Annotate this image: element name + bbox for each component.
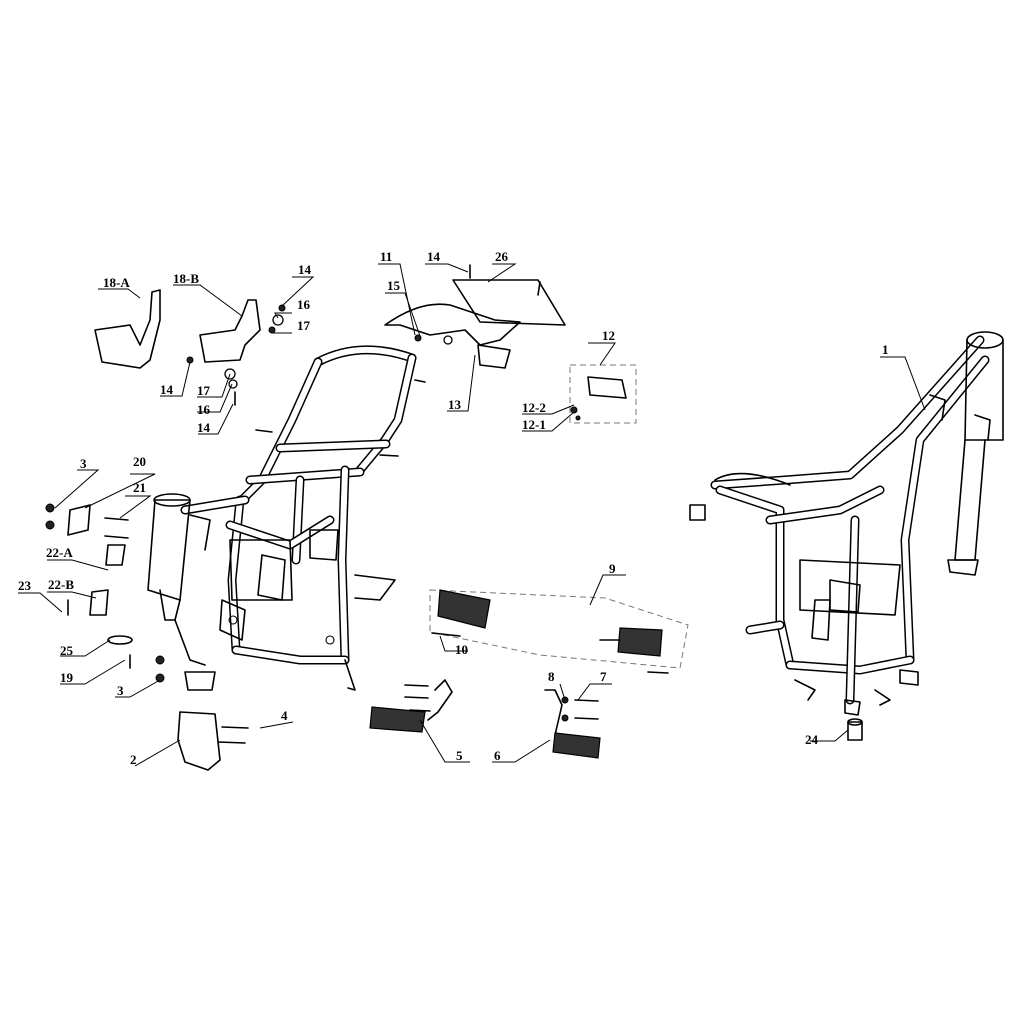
callout-14: 14 [197,420,211,435]
callout-3: 3 [80,456,87,471]
callout-10: 10 [455,642,468,657]
assembled-frame-side-view [689,331,1004,716]
reflector-group-12 [569,364,637,424]
skid-plate-2 [177,711,221,771]
callout-9: 9 [609,561,616,576]
bracket-18b [199,299,261,363]
callout-1: 1 [882,342,889,357]
license-plate-26 [452,279,566,326]
callout-18-b: 18-B [173,271,199,286]
callout-labels: 1 2 3 3 4 5 6 7 8 9 10 11 12 12-1 12-2 1… [18,249,889,767]
callout-12-2: 12-2 [522,400,546,415]
callout-4: 4 [281,708,288,723]
callout-20: 20 [133,454,146,469]
plate-bracket [384,303,521,346]
callout-15: 15 [387,278,401,293]
main-frame-exploded [147,345,426,691]
callout-12: 12 [602,328,615,343]
bracket-18a [94,289,161,369]
leader-lines [18,263,926,767]
callout-6: 6 [494,748,501,763]
callout-2: 2 [130,752,137,767]
callout-8: 8 [548,669,555,684]
callout-22-a: 22-A [46,545,73,560]
callout-23: 23 [18,578,32,593]
callout-16: 16 [297,297,311,312]
callout-14: 14 [298,262,312,277]
callout-14: 14 [160,382,174,397]
callout-5: 5 [456,748,463,763]
callout-14: 14 [427,249,441,264]
callout-17: 17 [197,383,211,398]
footrest-group-9 [429,589,689,669]
fasteners [45,264,669,744]
callout-25: 25 [60,643,74,658]
callout-22-b: 22-B [48,577,74,592]
callout-21: 21 [133,480,146,495]
callout-11: 11 [380,249,392,264]
callout-13: 13 [448,397,462,412]
callout-24: 24 [805,732,819,747]
callout-7: 7 [600,669,607,684]
callout-19: 19 [60,670,74,685]
callout-12-1: 12-1 [522,417,546,432]
callout-18-a: 18-A [103,275,130,290]
callout-16: 16 [197,402,211,417]
callout-26: 26 [495,249,509,264]
reflector [587,376,627,399]
callout-17: 17 [297,318,311,333]
callout-3: 3 [117,683,124,698]
